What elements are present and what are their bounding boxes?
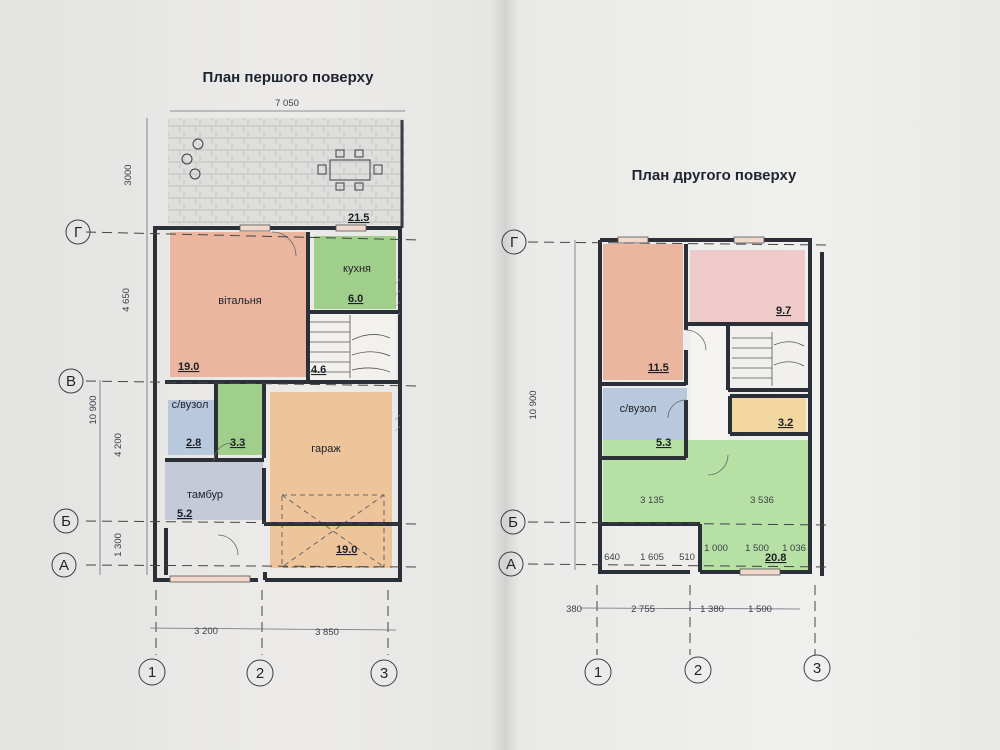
plan2-title: План другого поверху	[632, 167, 797, 184]
plan1-axis-bubble-1: 1	[138, 658, 166, 686]
svg-text:3: 3	[380, 665, 388, 682]
plan1-dim-h3: 1 300	[113, 533, 124, 557]
plan1-wc-area: 2.8	[186, 437, 201, 449]
plan2-dim-d3: 510	[679, 552, 695, 563]
plan1-dim-b1: 3 200	[194, 626, 218, 637]
plan2-dim-d6: 1 036	[782, 543, 806, 554]
plan1-axis-bubble-a: А	[51, 552, 77, 578]
plan1-axis-lines	[85, 231, 421, 655]
plan2-hall-lower	[702, 524, 808, 570]
plan1-windows	[169, 224, 367, 583]
plan2-dim-b2: 1 380	[700, 604, 724, 615]
plan2-small-room	[732, 398, 806, 432]
plan2-wc-area: 5.3	[656, 437, 671, 449]
plan1-title: План першого поверху	[203, 69, 375, 86]
plan1-stairs-area: 4.6	[311, 364, 326, 376]
plan1-axis-bubble-v: В	[58, 368, 84, 394]
plan2-dim-c1: 3 135	[640, 495, 664, 506]
plan1-living-room	[170, 232, 306, 377]
plan2-stair-treads	[732, 332, 805, 386]
svg-text:В: В	[66, 373, 76, 390]
svg-text:Б: Б	[508, 514, 518, 531]
plan2-hall-area: 20.8	[765, 552, 786, 564]
plan1-kitchen	[314, 236, 396, 309]
svg-text:Б: Б	[61, 513, 71, 530]
plan1-kitchen-area: 6.0	[348, 293, 363, 305]
plan1-closet-area: 3.3	[230, 437, 245, 449]
svg-text:2: 2	[694, 662, 702, 679]
plan1-wc	[168, 400, 214, 455]
plan1-axis-bubble-g: Г	[65, 219, 91, 245]
plan1-dim-h1: 4 650	[121, 288, 132, 312]
plan1-axis-bubble-2: 2	[246, 659, 274, 687]
plan1-terrace-table	[317, 149, 383, 191]
plan1-terrace	[168, 118, 404, 225]
plan2-doors	[667, 329, 729, 476]
plan1-doors	[213, 231, 297, 556]
plan1-dim-h2: 4 200	[113, 433, 124, 457]
plan1-axis-bubble-b: Б	[53, 508, 79, 534]
plan1-walls	[153, 226, 402, 582]
plan1-kitchen-name: кухня	[343, 263, 371, 275]
svg-text:Г: Г	[510, 234, 518, 251]
svg-text:А: А	[506, 556, 516, 573]
plan1-dim-b2: 3 850	[315, 627, 339, 638]
plan1-living-name: вітальня	[218, 295, 262, 307]
svg-text:А: А	[59, 557, 69, 574]
plan2-bed-left-area: 11.5	[648, 362, 669, 374]
plan2-dim-d4: 1 000	[704, 543, 728, 554]
plan2-wc-name: с/вузол	[620, 403, 657, 415]
plan2-axis-bubble-2: 2	[684, 656, 712, 684]
plan1-garage-door	[281, 494, 385, 568]
plan1-dim-terrace: 3000	[123, 164, 134, 185]
plan2-axis-bubble-3: 3	[803, 654, 831, 682]
svg-text:1: 1	[594, 664, 602, 681]
plan2-bedroom-top-right	[690, 250, 805, 322]
plan2-corridor	[690, 325, 728, 455]
plan1-axis-bubble-3: 3	[370, 659, 398, 687]
svg-text:2: 2	[256, 665, 264, 682]
plan1-vestibule-area: 5.2	[177, 508, 192, 520]
plan1-closet	[218, 383, 262, 455]
plan1-stairs	[308, 312, 396, 380]
plan1-garage-area: 19.0	[336, 544, 357, 556]
plan2-dim-b3: 1 500	[748, 604, 772, 615]
plan2-dim-d1: 640	[604, 552, 620, 563]
plan2-dim-b0: 380	[566, 604, 582, 615]
plan2-dim-c2: 3 536	[750, 495, 774, 506]
plan2-axis-lines	[527, 241, 831, 655]
plan2-dim-total: 10 900	[528, 390, 539, 419]
plan2-axis-bubble-b: Б	[500, 509, 526, 535]
plan1-dim-total: 10 900	[88, 395, 99, 424]
plan2-dim-d2: 1 605	[640, 552, 664, 563]
plan2-hall	[603, 440, 808, 524]
plan1-stair-treads	[310, 315, 391, 378]
plan1-terrace-area: 21.5	[348, 212, 369, 224]
plan2-bottom-dim-line	[579, 607, 801, 610]
plan2-dim-d5: 1 500	[745, 543, 769, 554]
svg-text:3: 3	[813, 660, 821, 677]
plan1-terrace-plants	[181, 138, 204, 180]
plan1-hatch-2	[395, 410, 400, 432]
svg-text:Г: Г	[74, 224, 82, 241]
plan2-axis-bubble-g: Г	[501, 229, 527, 255]
plan1-vestibule	[165, 462, 263, 520]
plan1-garage-name: гараж	[311, 443, 341, 455]
plan1-living-area: 19.0	[178, 361, 199, 373]
plan2-dim-b1: 2 755	[631, 604, 655, 615]
plan1-vestibule-name: тамбур	[187, 489, 223, 501]
plan1-wc-name: с/вузол	[172, 399, 209, 411]
plan1-hatch-1	[395, 275, 400, 315]
plan2-small-area: 3.2	[778, 417, 793, 429]
svg-text:1: 1	[148, 664, 156, 681]
plan2-axis-bubble-1: 1	[584, 658, 612, 686]
plan1-bottom-dim-line	[149, 627, 397, 631]
plan2-axis-bubble-a: А	[498, 551, 524, 577]
plan1-garage	[270, 392, 392, 568]
plan2-bedroom-left	[603, 244, 683, 380]
plan2-bed-top-right-area: 9.7	[776, 305, 791, 317]
plan1-dim-top: 7 050	[275, 98, 299, 109]
